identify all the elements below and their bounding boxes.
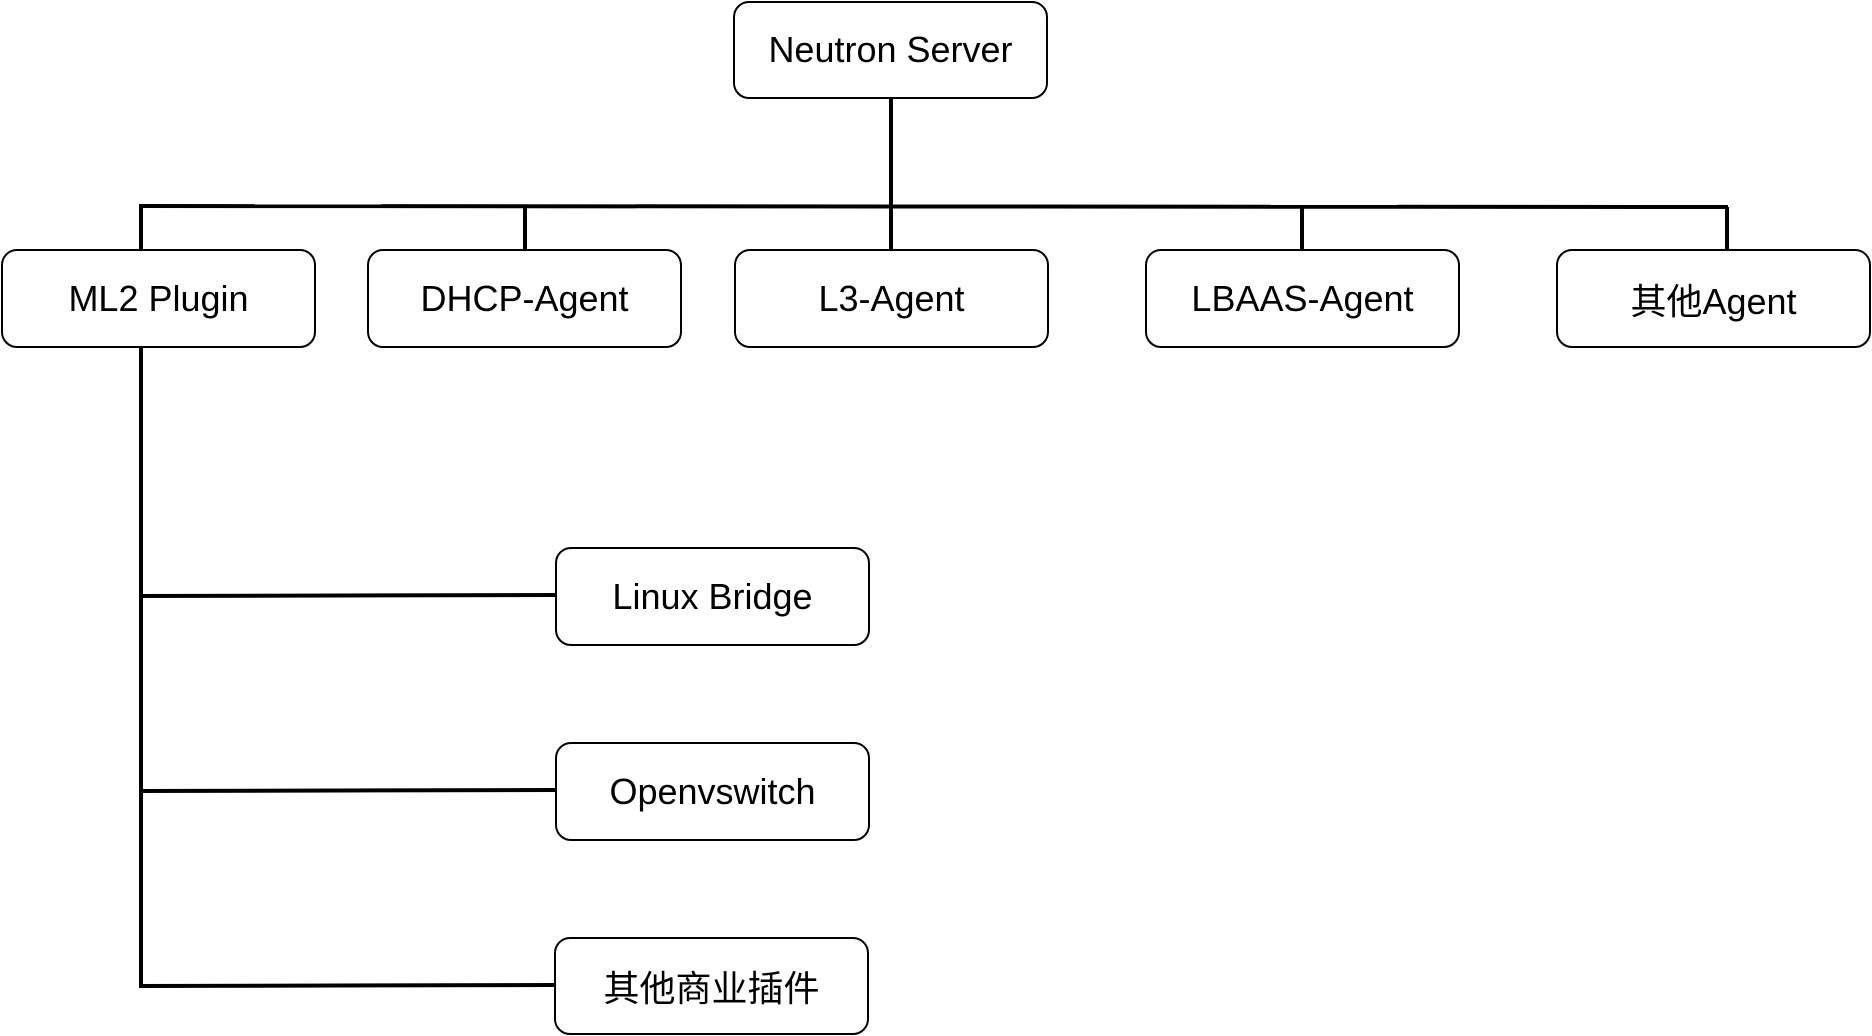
openvswitch-label: Openvswitch bbox=[609, 770, 816, 812]
connector-branch-linux-bridge bbox=[138, 593, 556, 598]
connector-branch-commercial-plugins bbox=[138, 983, 555, 988]
connector-bus bbox=[138, 204, 1729, 209]
ml2-plugin-label: ML2 Plugin bbox=[68, 277, 249, 319]
lbaas-agent-node: LBAAS-Agent bbox=[1145, 249, 1460, 348]
lbaas-agent-label: LBAAS-Agent bbox=[1191, 277, 1414, 319]
commercial-plugins-node: 其他商业插件 bbox=[554, 937, 869, 1035]
openvswitch-node: Openvswitch bbox=[555, 742, 870, 841]
l3-agent-node: L3-Agent bbox=[734, 249, 1049, 348]
other-agent-label: 其他Agent bbox=[1630, 280, 1797, 322]
l3-agent-label: L3-Agent bbox=[818, 277, 965, 319]
neutron-server-node: Neutron Server bbox=[733, 1, 1048, 99]
dhcp-agent-node: DHCP-Agent bbox=[367, 249, 682, 348]
linux-bridge-label: Linux Bridge bbox=[612, 575, 813, 617]
commercial-plugins-label: 其他商业插件 bbox=[603, 968, 820, 1009]
ml2-plugin-node: ML2 Plugin bbox=[1, 249, 316, 348]
neutron-server-label: Neutron Server bbox=[768, 29, 1013, 70]
other-agent-node: 其他Agent bbox=[1556, 249, 1871, 348]
dhcp-agent-label: DHCP-Agent bbox=[420, 277, 629, 319]
linux-bridge-node: Linux Bridge bbox=[555, 547, 870, 646]
connector-branch-openvswitch bbox=[138, 788, 556, 793]
